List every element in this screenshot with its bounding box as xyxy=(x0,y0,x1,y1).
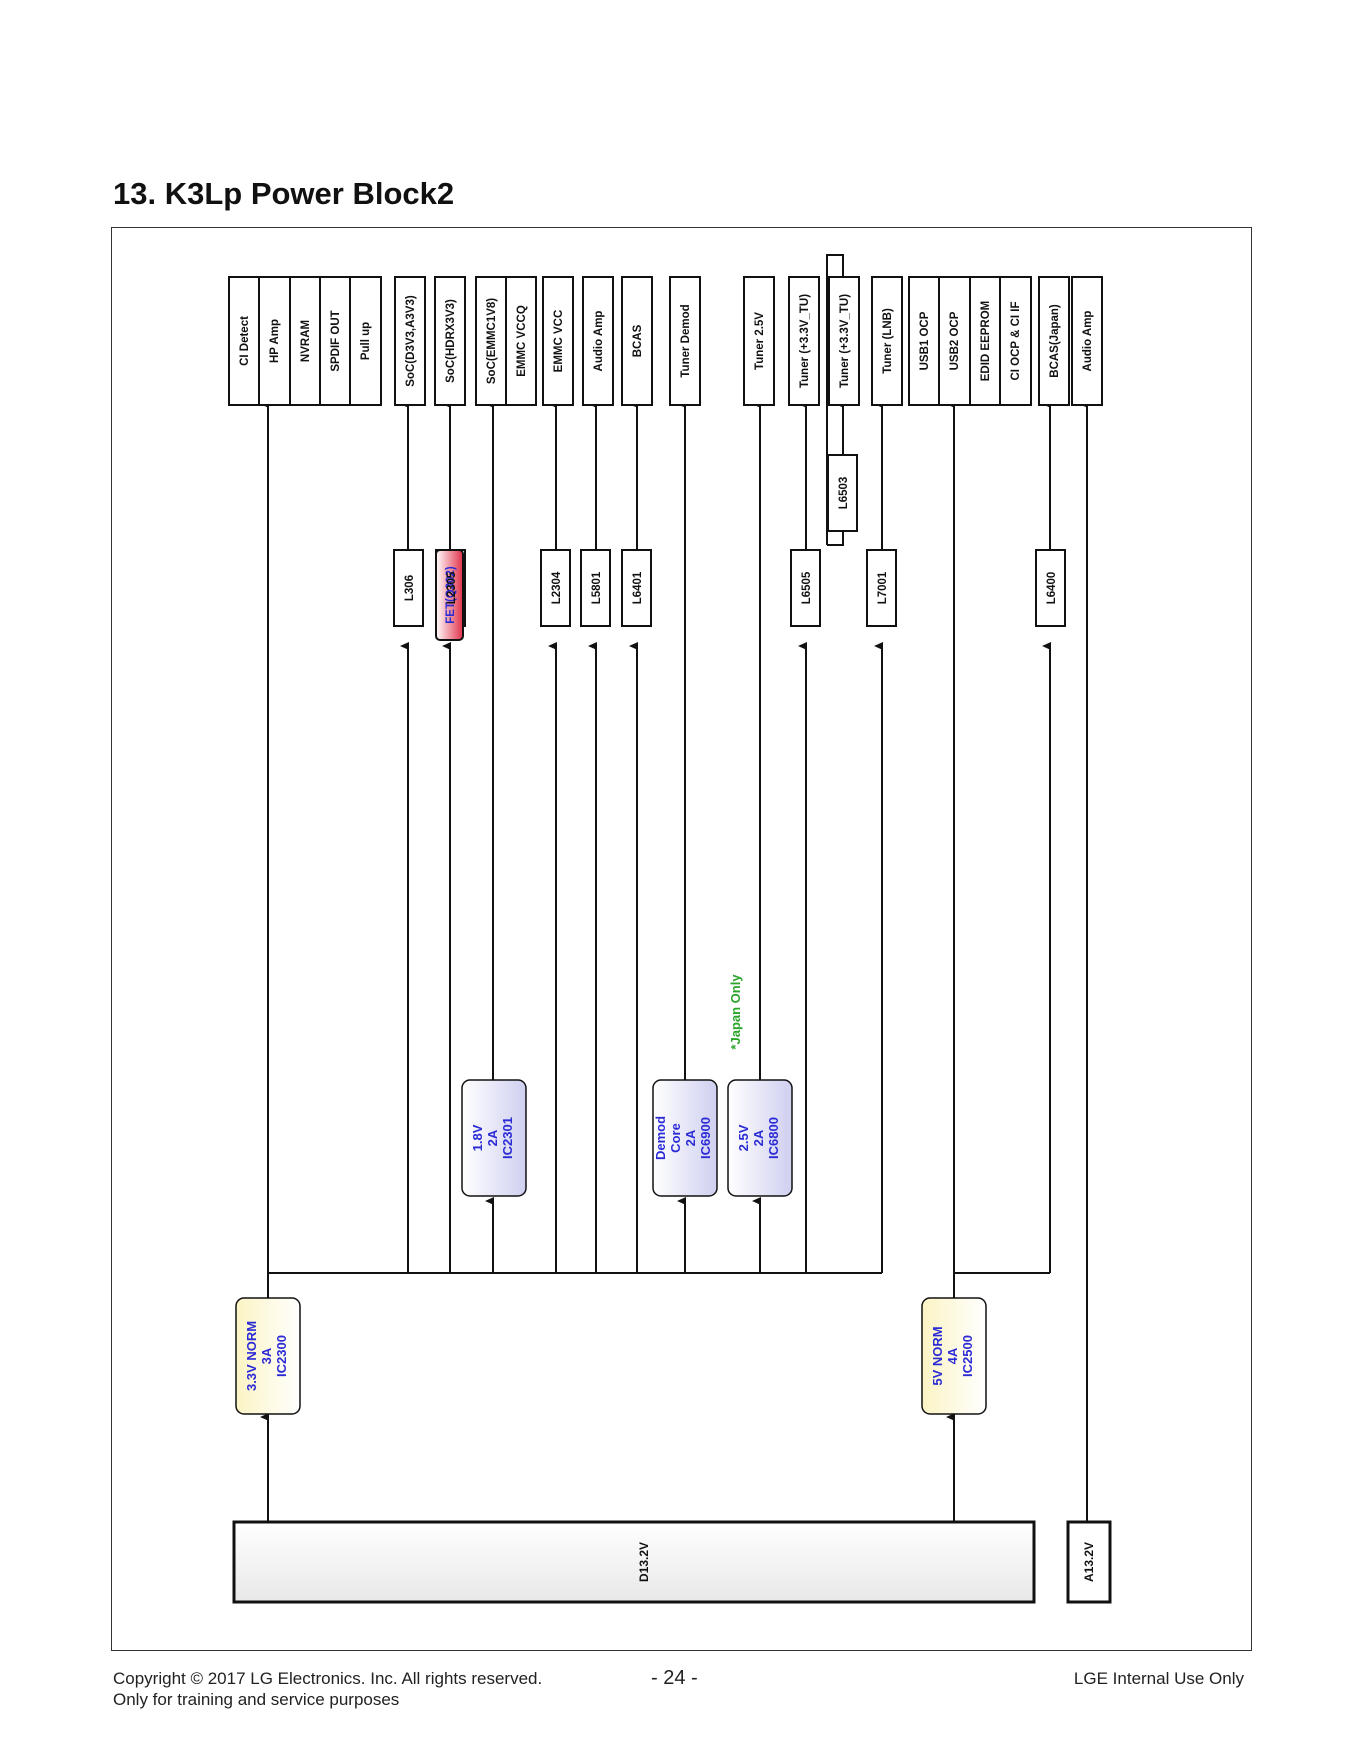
l6400-label: L6400 xyxy=(1046,572,1058,605)
bcas-label: BCAS xyxy=(632,324,644,357)
l7001-label: L7001 xyxy=(877,571,889,604)
filter-boxes xyxy=(393,454,1066,627)
tuner-33v-b-label: Tuner (+3.3V_TU) xyxy=(839,294,851,388)
tuner-25v-label: Tuner 2.5V xyxy=(754,312,766,370)
copyright-text: Copyright © 2017 LG Electronics. Inc. Al… xyxy=(113,1669,543,1688)
audio-amp2-label: Audio Amp xyxy=(1082,311,1094,372)
tuner-demod-label: Tuner Demod xyxy=(680,304,692,377)
a13v2-source xyxy=(1066,1520,1112,1604)
diagram-frame xyxy=(111,227,1252,1651)
l2305-label: L2305 xyxy=(446,571,458,604)
ic6800-line2: 2A xyxy=(751,1129,766,1146)
output-boxes xyxy=(228,276,1103,406)
ic2300-line3: IC2300 xyxy=(274,1335,289,1377)
emmc-vcc-label: EMMC VCC xyxy=(553,310,565,373)
ic6900-line1: Demod xyxy=(653,1116,668,1160)
usb2-ocp-label: USB2 OCP xyxy=(949,311,961,370)
a13v2-label: A13.2V xyxy=(1082,1542,1096,1582)
tuner-lnb-label: Tuner (LNB) xyxy=(882,308,894,374)
usb1-ocp-label: USB1 OCP xyxy=(919,311,931,370)
l5801-label: L5801 xyxy=(591,571,603,604)
ic2301-line1: 1.8V xyxy=(470,1124,485,1151)
pull-up-label: Pull up xyxy=(360,322,372,360)
fet-q302-label: FET(Q302) xyxy=(445,566,457,624)
emmc-vccq-label: EMMC VCCQ xyxy=(516,305,528,377)
ic2300-line2: 3A xyxy=(259,1347,274,1364)
hp-amp-label: HP Amp xyxy=(269,319,281,363)
edid-eeprom-label: EDID EEPROM xyxy=(980,301,992,382)
ic2500-line3: IC2500 xyxy=(960,1335,975,1377)
page-title: 13. K3Lp Power Block2 xyxy=(113,176,455,211)
l306-label: L306 xyxy=(404,575,416,601)
nvram-label: NVRAM xyxy=(300,320,312,362)
l6503-label: L6503 xyxy=(838,477,850,510)
ic2301-line2: 2A xyxy=(485,1129,500,1146)
bcas-japan-label: BCAS(Japan) xyxy=(1049,304,1061,378)
spdif-out-label: SPDIF OUT xyxy=(330,310,342,371)
ic6800-line1: 2.5V xyxy=(736,1124,751,1151)
ic2500-line1: 5V NORM xyxy=(930,1326,945,1385)
ic6900-line4: IC6900 xyxy=(698,1117,713,1159)
tuner-33v-a-label: Tuner (+3.3V_TU) xyxy=(799,294,811,388)
japan-only-note: *Japan Only xyxy=(728,974,743,1050)
ci-ocp-label: CI OCP & CI IF xyxy=(1010,301,1022,380)
d13v2-source xyxy=(232,1520,1036,1604)
ic6800-line3: IC6800 xyxy=(766,1117,781,1159)
ic6900-line3: 2A xyxy=(683,1129,698,1146)
l6505-label: L6505 xyxy=(801,571,813,604)
soc-hdrx-label: SoC(HDRX3V3) xyxy=(445,299,457,383)
ic2301-line3: IC2301 xyxy=(500,1117,515,1159)
soc-emmc-label: SoC(EMMC1V8) xyxy=(486,298,498,384)
l2304-label: L2304 xyxy=(551,571,563,604)
audio-amp-label: Audio Amp xyxy=(593,311,605,372)
l6401-label: L6401 xyxy=(632,571,644,604)
soc-d3v3-label: SoC(D3V3,A3V3) xyxy=(405,295,417,387)
page-number: - 24 - xyxy=(651,1667,698,1689)
fet-q302-box xyxy=(435,549,464,641)
purpose-text: Only for training and service purposes xyxy=(113,1690,400,1709)
ic2500-line2: 4A xyxy=(945,1347,960,1364)
ic2300-line1: 3.3V NORM xyxy=(244,1321,259,1391)
internal-use-text: LGE Internal Use Only xyxy=(1073,1669,1244,1688)
regulator-boxes xyxy=(235,1079,987,1415)
ci-detect-label: CI Detect xyxy=(239,316,251,366)
wires xyxy=(260,254,1088,1555)
ic6900-line2: Core xyxy=(668,1123,683,1153)
d13v2-label: D13.2V xyxy=(637,1542,651,1582)
